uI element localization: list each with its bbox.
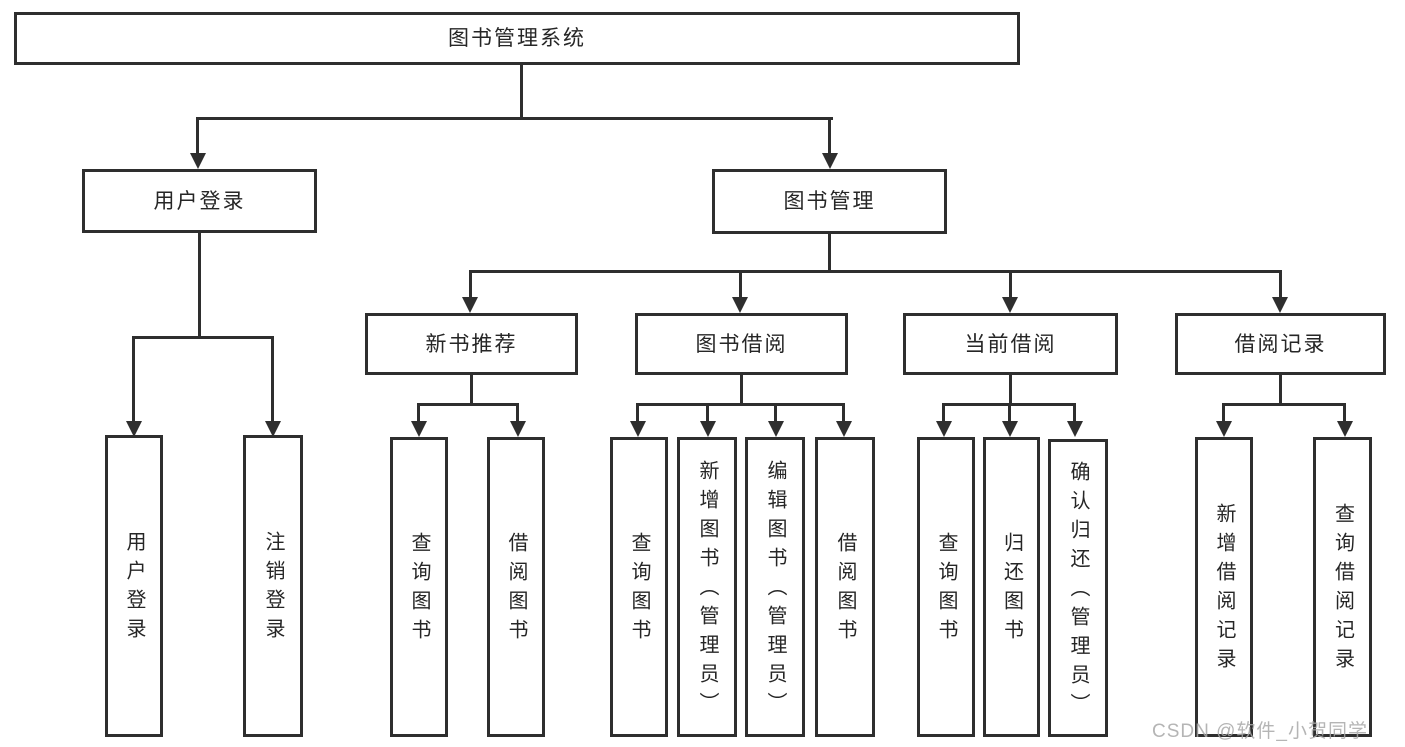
connector-line (196, 117, 199, 153)
arrow-down-icon (1337, 421, 1353, 437)
leaf-query-book-3: 查询图书 (917, 437, 975, 737)
arrow-down-icon (1067, 421, 1083, 437)
connector-line (417, 403, 420, 421)
node-book-management: 图书管理 (712, 169, 947, 234)
connector-line (469, 270, 472, 297)
arrow-down-icon (732, 297, 748, 313)
connector-line (706, 403, 709, 421)
leaf-query-borrow-record: 查询借阅记录 (1313, 437, 1372, 737)
leaf-logout: 注销登录 (243, 435, 303, 737)
arrow-down-icon (1002, 421, 1018, 437)
leaf-add-borrow-record: 新增借阅记录 (1195, 437, 1253, 737)
leaf-edit-book-admin: 编辑图书（管理员） (745, 437, 805, 737)
connector-line (828, 117, 831, 153)
node-user-login: 用户登录 (82, 169, 317, 233)
arrow-down-icon (1216, 421, 1232, 437)
connector-line (1009, 375, 1012, 405)
connector-line (197, 117, 833, 120)
connector-line (1009, 270, 1012, 297)
connector-line (132, 336, 274, 339)
arrow-down-icon (1272, 297, 1288, 313)
arrow-down-icon (630, 421, 646, 437)
connector-line (1222, 403, 1225, 421)
arrow-down-icon (936, 421, 952, 437)
leaf-borrow-book-2: 借阅图书 (815, 437, 875, 737)
arrow-down-icon (462, 297, 478, 313)
connector-line (842, 403, 845, 421)
connector-line (469, 270, 1282, 273)
arrow-down-icon (265, 421, 281, 437)
connector-line (739, 270, 742, 297)
connector-line (470, 375, 473, 405)
connector-line (942, 403, 945, 421)
arrow-down-icon (822, 153, 838, 169)
arrow-down-icon (768, 421, 784, 437)
connector-line (740, 375, 743, 405)
node-book-borrow: 图书借阅 (635, 313, 848, 375)
connector-line (1008, 403, 1011, 421)
connector-line (1279, 270, 1282, 297)
csdn-watermark: CSDN @软件_小贺同学 (1152, 721, 1368, 742)
connector-line (1222, 403, 1346, 406)
arrow-down-icon (836, 421, 852, 437)
connector-line (828, 234, 831, 272)
connector-line (132, 336, 135, 421)
connector-line (636, 403, 845, 406)
leaf-confirm-return-admin: 确认归还（管理员） (1048, 439, 1108, 737)
leaf-return-book: 归还图书 (983, 437, 1040, 737)
leaf-user-login: 用户登录 (105, 435, 163, 737)
connector-line (198, 233, 201, 336)
connector-line (417, 403, 519, 406)
arrow-down-icon (510, 421, 526, 437)
arrow-down-icon (190, 153, 206, 169)
node-new-book-recommend: 新书推荐 (365, 313, 578, 375)
connector-line (774, 403, 777, 421)
connector-line (520, 65, 523, 119)
connector-line (636, 403, 639, 421)
arrow-down-icon (126, 421, 142, 437)
node-borrow-record: 借阅记录 (1175, 313, 1386, 375)
arrow-down-icon (700, 421, 716, 437)
connector-line (1279, 375, 1282, 405)
arrow-down-icon (1002, 297, 1018, 313)
node-root: 图书管理系统 (14, 12, 1020, 65)
node-current-borrow: 当前借阅 (903, 313, 1118, 375)
leaf-query-book-1: 查询图书 (390, 437, 448, 737)
connector-line (516, 403, 519, 421)
arrow-down-icon (411, 421, 427, 437)
connector-line (271, 336, 274, 421)
leaf-query-book-2: 查询图书 (610, 437, 668, 737)
connector-line (1073, 403, 1076, 421)
connector-line (1343, 403, 1346, 421)
leaf-add-book-admin: 新增图书（管理员） (677, 437, 737, 737)
leaf-borrow-book-1: 借阅图书 (487, 437, 545, 737)
